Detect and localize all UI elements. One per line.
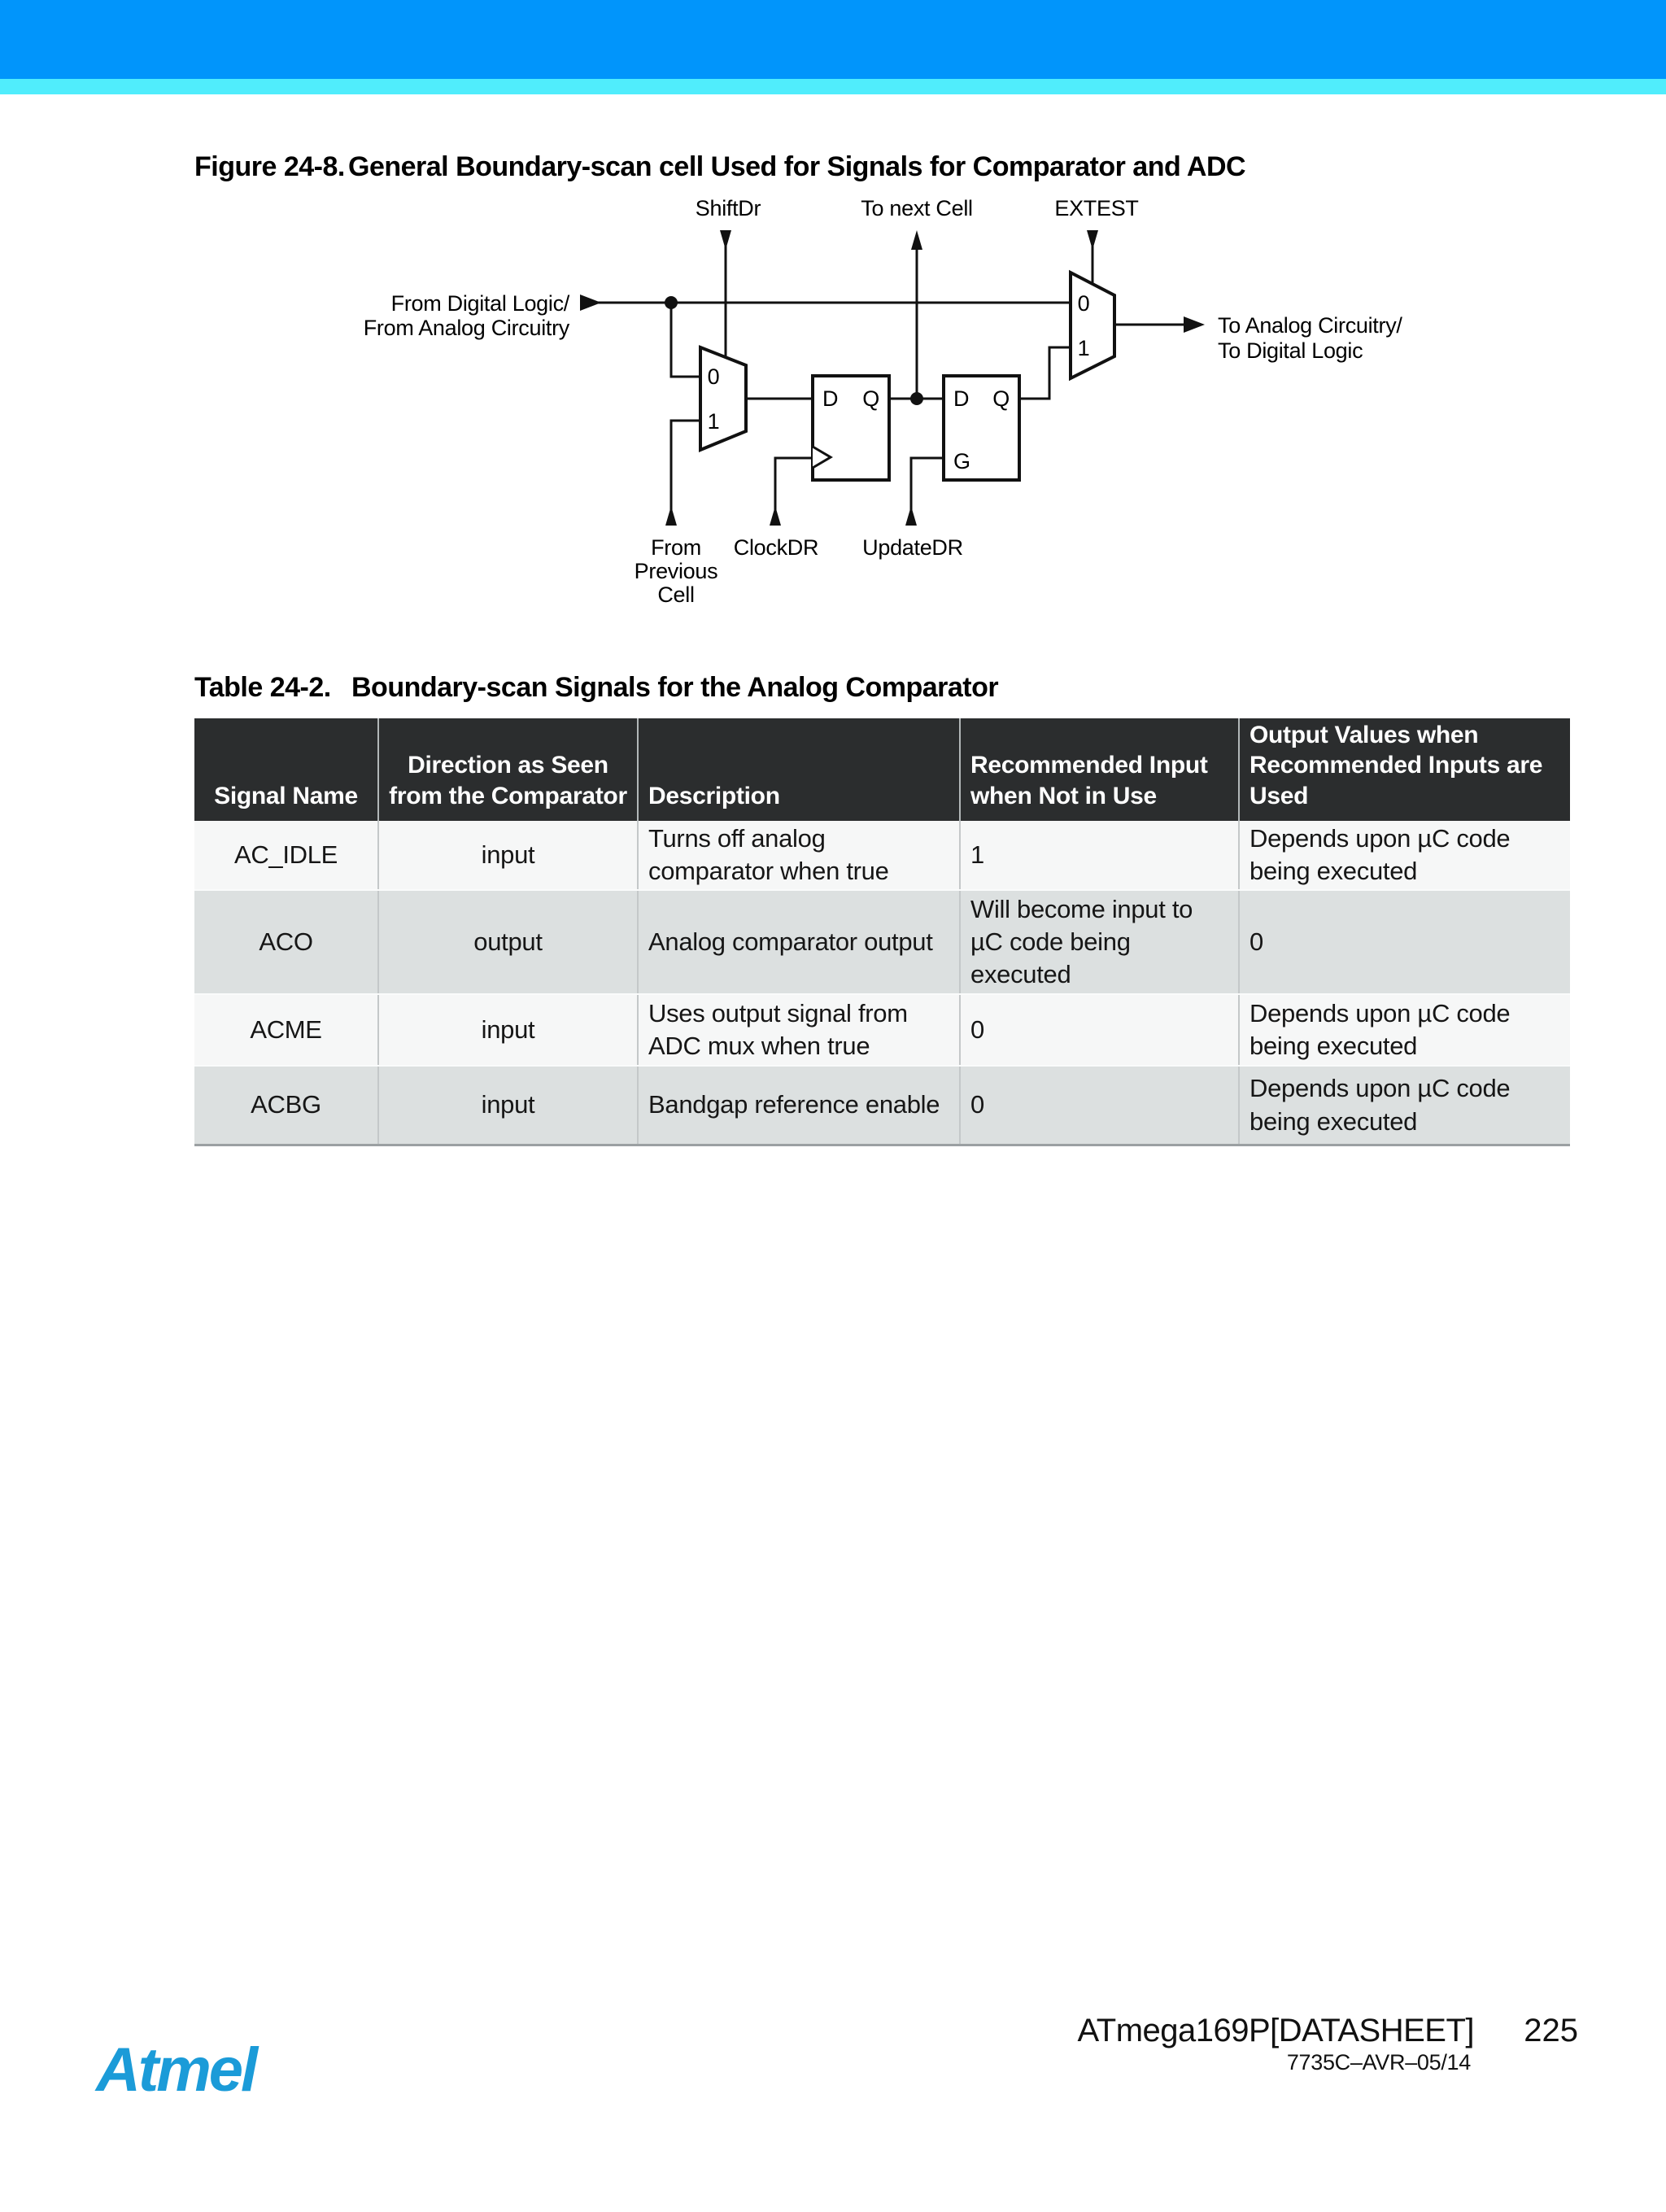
cell-direction: input: [377, 995, 637, 1065]
cell-signal: AC_IDLE: [233, 840, 338, 869]
output-mux: [1069, 269, 1116, 382]
input-arrowhead-icon: [580, 294, 601, 311]
cell-signal: ACME: [250, 1014, 322, 1044]
latch-g-label: G: [953, 449, 970, 473]
input-mux-0: 0: [708, 364, 720, 389]
col-header-recommended-input: Recommended Input when Not in Use: [959, 718, 1238, 821]
cell-signal: ACO: [259, 927, 313, 956]
col-header-description: Description: [637, 718, 959, 821]
cell-description: Analog comparator output: [637, 891, 959, 993]
output-mux-1: 1: [1078, 336, 1090, 360]
col-header-signal-name: Signal Name: [214, 782, 358, 809]
cell-description: Bandgap reference enable: [637, 1067, 959, 1144]
to-next-cell-label: To next Cell: [861, 196, 972, 220]
from-previous-cell-label-1: From: [651, 535, 701, 560]
clockdr-arrowhead-icon: [770, 506, 781, 526]
cell-output-values: 0: [1238, 891, 1570, 993]
boundary-scan-cell-diagram: ShiftDr To next Cell EXTEST From Digital…: [364, 196, 1403, 607]
table-row: ACME input Uses output signal from ADC m…: [194, 993, 1570, 1065]
cell-recommended-input: Will become input to µC code being execu…: [959, 891, 1238, 993]
latch-q-label: Q: [992, 386, 1010, 411]
cell-signal: ACBG: [251, 1090, 321, 1119]
clockdr-wire: [774, 456, 813, 521]
cell-recommended-input: 0: [959, 995, 1238, 1065]
cell-direction: output: [377, 891, 637, 993]
atmel-logo-text: Atmel: [94, 2035, 259, 2105]
footer-page-number: 225: [1524, 2013, 1578, 2048]
mux0-input-wire: [669, 303, 700, 378]
cell-recommended-input: 0: [959, 1067, 1238, 1144]
atmel-logo: Atmel: [94, 2035, 262, 2105]
extest-label: EXTEST: [1054, 196, 1138, 220]
from-previous-cell-label-2: Previous: [635, 559, 718, 583]
cell-output-values: Depends upon µC code being executed: [1238, 1067, 1570, 1144]
input-mux: [699, 345, 748, 452]
cell-output-values: Depends upon µC code being executed: [1238, 821, 1570, 889]
from-previous-cell-wire: [669, 419, 700, 521]
to-digital-logic-label: To Digital Logic: [1218, 338, 1363, 363]
updatedr-label: UpdateDR: [862, 535, 963, 560]
output-arrowhead-icon: [1184, 316, 1205, 333]
ff-d-label: D: [822, 386, 838, 411]
capture-flipflop: [811, 374, 891, 482]
from-previous-cell-label-3: Cell: [657, 582, 694, 607]
figure-title-text: General Boundary-scan cell Used for Sign…: [348, 151, 1246, 182]
table-header-row: Signal Name Direction as Seen from the C…: [194, 718, 1570, 821]
footer-doc-title: ATmega169P[DATASHEET]: [1077, 2013, 1475, 2048]
from-digital-logic-label: From Digital Logic/: [391, 291, 570, 316]
col-header-output-values: Output Values when Recommended Inputs ar…: [1238, 718, 1570, 821]
table-title-text: Boundary-scan Signals for the Analog Com…: [351, 672, 999, 703]
cell-direction: input: [377, 821, 637, 889]
latch-to-mux-wire: [1019, 346, 1071, 400]
cell-direction: input: [377, 1067, 637, 1144]
shiftdr-arrowhead-icon: [720, 230, 731, 250]
figure-caption: Figure 24-8. General Boundary-scan cell …: [194, 151, 1496, 184]
boundary-scan-signals-table: Signal Name Direction as Seen from the C…: [194, 718, 1570, 1146]
table-number: Table 24-2.: [194, 672, 331, 703]
clockdr-label: ClockDR: [734, 535, 818, 560]
top-banner-cyan: [0, 79, 1666, 94]
cell-recommended-input: 1: [959, 821, 1238, 889]
input-mux-1: 1: [708, 409, 720, 434]
table-row: AC_IDLE input Turns off analog comparato…: [194, 821, 1570, 889]
ff-q-label: Q: [862, 386, 879, 411]
cell-output-values: Depends upon µC code being executed: [1238, 995, 1570, 1065]
top-banner-blue: [0, 0, 1666, 79]
table-row: ACO output Analog comparator output Will…: [194, 889, 1570, 993]
from-previous-arrowhead-icon: [665, 506, 677, 526]
shiftdr-label: ShiftDr: [696, 196, 761, 220]
table-caption: Table 24-2. Boundary-scan Signals for th…: [194, 672, 1496, 705]
cell-description: Uses output signal from ADC mux when tru…: [637, 995, 959, 1065]
from-analog-circuitry-label: From Analog Circuitry: [364, 316, 570, 340]
to-next-cell-arrowhead-icon: [911, 230, 922, 250]
col-header-direction: Direction as Seen from the Comparator: [377, 718, 637, 821]
to-analog-circuitry-label: To Analog Circuitry/: [1218, 313, 1402, 338]
junction-dot-scan: [910, 392, 923, 405]
footer-doc-code: 7735C–AVR–05/14: [1286, 2050, 1471, 2075]
updatedr-arrowhead-icon: [905, 506, 917, 526]
extest-arrowhead-icon: [1087, 230, 1098, 250]
output-mux-0: 0: [1078, 291, 1090, 316]
latch-d-label: D: [953, 386, 969, 411]
figure-number: Figure 24-8.: [194, 151, 345, 182]
update-latch: [942, 374, 1021, 482]
table-row: ACBG input Bandgap reference enable 0 De…: [194, 1065, 1570, 1144]
cell-description: Turns off analog comparator when true: [637, 821, 959, 889]
clock-wedge-icon: [812, 445, 833, 469]
updatedr-wire: [909, 456, 944, 521]
junction-dot-input: [665, 296, 678, 309]
